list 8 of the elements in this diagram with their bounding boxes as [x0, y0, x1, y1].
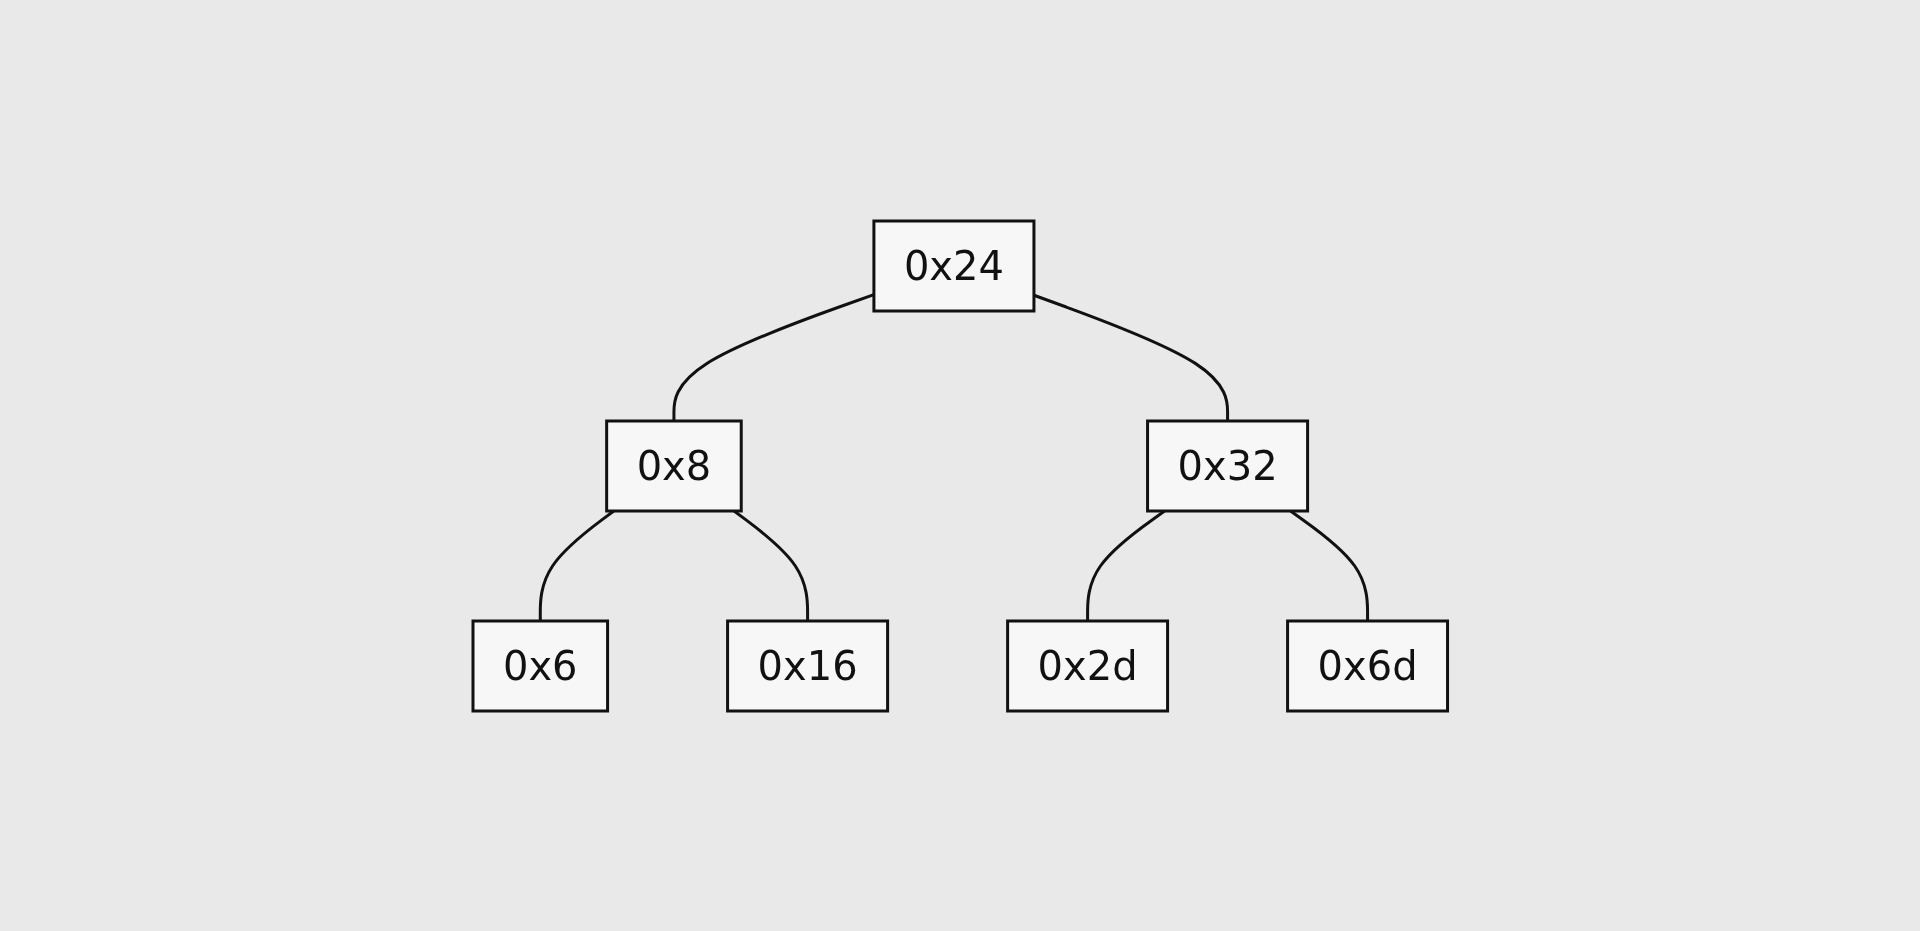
node-box: 0x6d: [1285, 619, 1449, 712]
node-box: 0x6: [471, 619, 609, 712]
node-box: 0x32: [1145, 419, 1309, 512]
connector: [1033, 293, 1229, 421]
node-box: 0x16: [725, 619, 889, 712]
node-box: 0x8: [604, 419, 743, 512]
node-box: 0x24: [872, 219, 1036, 312]
node-box: 0x2d: [1005, 619, 1169, 712]
